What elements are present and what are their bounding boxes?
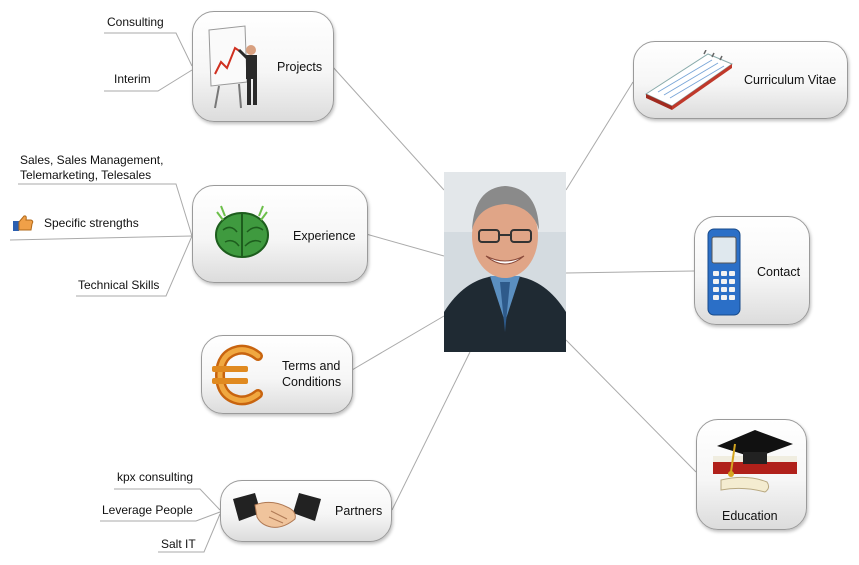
euro-icon bbox=[212, 344, 263, 406]
leaf-sales-line2[interactable]: Telemarketing, Telesales bbox=[20, 168, 152, 182]
link-education bbox=[565, 339, 697, 473]
partners-node[interactable]: Partners bbox=[220, 480, 392, 542]
leaf-kpx-consulting[interactable]: kpx consulting bbox=[117, 470, 194, 484]
contact-label: Contact bbox=[757, 265, 801, 279]
contact-node[interactable]: Contact bbox=[694, 216, 810, 325]
link-partners bbox=[391, 351, 471, 511]
leaf-salt-it[interactable]: Salt IT bbox=[161, 537, 196, 551]
thumbs-up-icon bbox=[13, 215, 34, 231]
projects-label: Projects bbox=[277, 60, 323, 74]
presentation-chart-icon bbox=[208, 25, 257, 109]
graduation-cap-icon bbox=[713, 430, 797, 493]
leaf-interim[interactable]: Interim bbox=[114, 72, 151, 86]
link-terms bbox=[351, 315, 445, 371]
mobile-phone-icon bbox=[707, 228, 741, 316]
leaf-specific-strengths[interactable]: Specific strengths bbox=[44, 216, 139, 230]
link-interim bbox=[104, 69, 193, 92]
link-experience bbox=[365, 233, 445, 257]
cv-label: Curriculum Vitae bbox=[744, 73, 837, 87]
leaf-consulting[interactable]: Consulting bbox=[107, 15, 164, 29]
link-cv bbox=[565, 81, 634, 191]
cv-node[interactable]: Curriculum Vitae bbox=[633, 41, 848, 119]
leaf-technical-skills[interactable]: Technical Skills bbox=[78, 278, 160, 292]
terms-label-line2: Conditions bbox=[282, 375, 342, 389]
center-portrait bbox=[444, 172, 566, 352]
portrait-photo-icon bbox=[444, 172, 566, 352]
terms-node[interactable]: Terms and Conditions bbox=[201, 335, 353, 414]
link-sales bbox=[18, 183, 193, 237]
experience-node[interactable]: Experience bbox=[192, 185, 368, 283]
education-label: Education bbox=[722, 509, 778, 523]
link-consulting bbox=[104, 32, 193, 67]
link-technical bbox=[76, 235, 193, 297]
link-strengths bbox=[9, 235, 193, 241]
notepad-icon bbox=[644, 50, 734, 110]
handshake-icon bbox=[233, 493, 321, 528]
brain-icon bbox=[215, 205, 269, 258]
link-salt bbox=[158, 513, 221, 553]
link-projects bbox=[331, 65, 445, 191]
link-leverage bbox=[100, 511, 221, 522]
link-kpx bbox=[114, 488, 221, 511]
leaf-leverage-people[interactable]: Leverage People bbox=[102, 503, 193, 517]
experience-label: Experience bbox=[293, 229, 356, 243]
leaf-sales-line1[interactable]: Sales, Sales Management, bbox=[20, 153, 164, 167]
link-contact bbox=[565, 270, 695, 274]
education-node[interactable]: Education bbox=[696, 419, 807, 530]
partners-label: Partners bbox=[335, 504, 383, 518]
terms-label-line1: Terms and bbox=[282, 359, 341, 373]
projects-node[interactable]: Projects bbox=[192, 11, 334, 122]
